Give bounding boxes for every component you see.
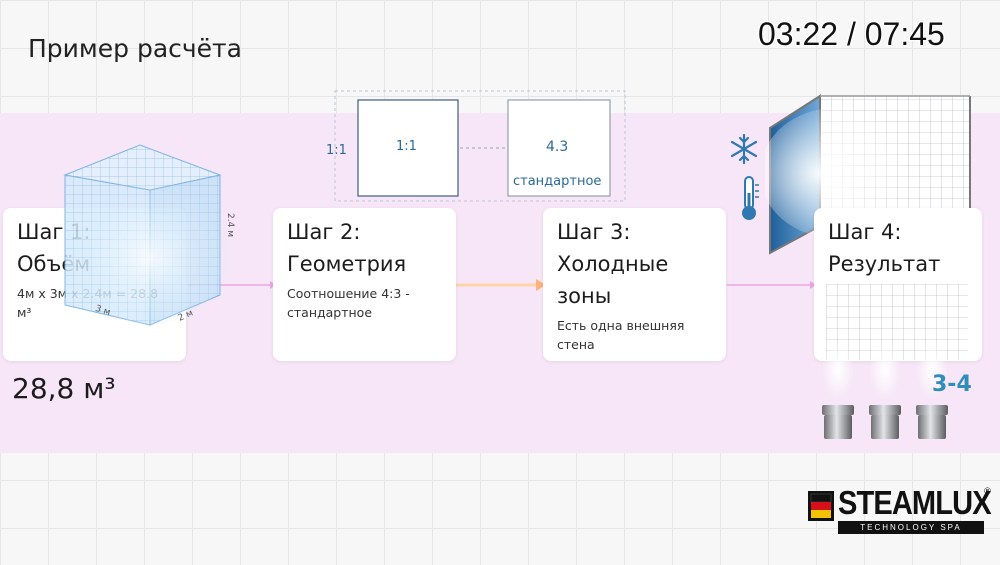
brand-reg-mark: ® [983, 487, 992, 497]
brand-logo: STEAMLUX [838, 484, 992, 521]
step-4-title: Шаг 4: [828, 220, 902, 244]
step-3-title: Шаг 3: [557, 220, 631, 244]
page-title: Пример расчёта [28, 34, 242, 63]
steam-generator-icon [822, 340, 948, 439]
volume-result: 28,8 м³ [12, 372, 116, 405]
step-3-subtitle-line1: Холодные [557, 252, 669, 276]
room-cube-illustration [63, 144, 230, 326]
thermometer-icon [742, 176, 759, 220]
flag-icon [808, 491, 834, 521]
snowflake-icon [730, 133, 758, 165]
step-3-desc-line1: Есть одна внешняя [557, 318, 685, 333]
step-3-subtitle-line2: зоны [557, 284, 612, 308]
step-2-desc-line1: Соотношение 4:3 - [287, 286, 410, 301]
ratio-box2-caption: стандартное [513, 174, 602, 189]
step-2-title: Шаг 2: [287, 220, 361, 244]
ratio-diagram [334, 90, 626, 202]
step-3-card: Шаг 3: Холодные зоны Есть одна внешняя с… [543, 208, 726, 361]
brand-tagline: TECHNOLOGY SPA [838, 521, 984, 534]
cold-wall-room-illustration [765, 94, 971, 255]
step-2-desc-line2: стандартное [287, 305, 373, 320]
step-2-subtitle: Геометрия [287, 252, 407, 276]
step-2-card: Шаг 2: Геометрия Соотношение 4:3 - станд… [273, 208, 456, 361]
result-room-illustration [826, 284, 968, 360]
ratio-left-label: 1:1 [326, 143, 347, 158]
cube-height-label: 2.4 м [224, 213, 235, 237]
step-4-subtitle: Результат [828, 252, 941, 276]
step-1-desc-line2: м³ [17, 305, 32, 320]
generator-count: 3-4 [932, 372, 972, 397]
ratio-box1-label: 1:1 [396, 139, 417, 154]
step-3-desc-line2: стена [557, 337, 595, 352]
video-timer: 03:22 / 07:45 [758, 16, 945, 52]
ratio-box2-label: 4.3 [546, 139, 569, 155]
